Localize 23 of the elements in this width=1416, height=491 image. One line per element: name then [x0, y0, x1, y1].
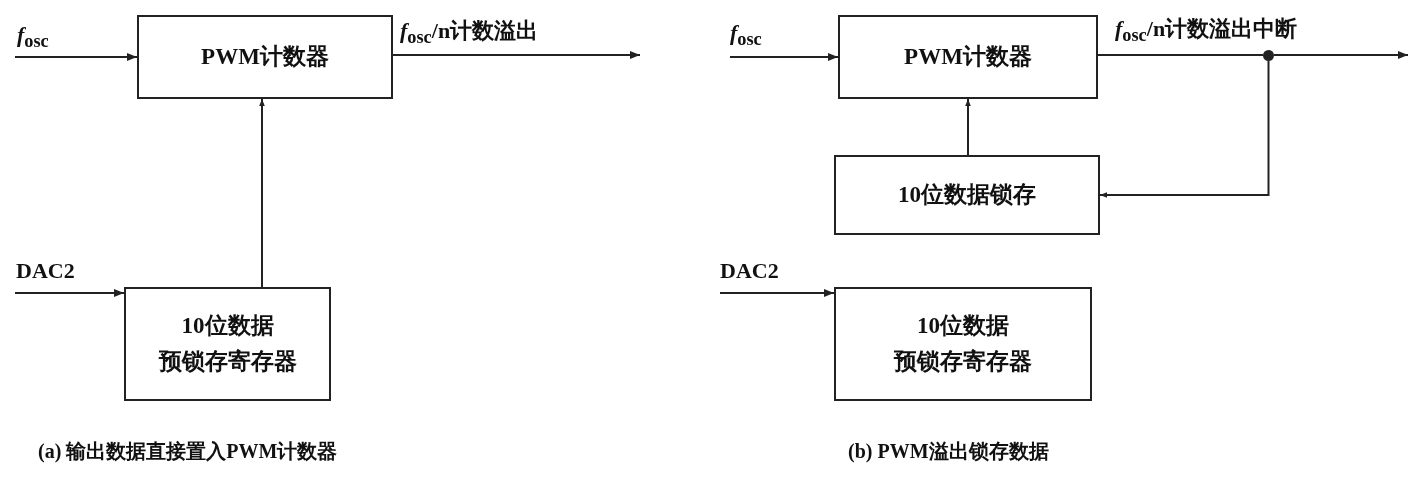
box-text: 10位数据锁存: [898, 181, 1036, 209]
figure-caption: (a) 输出数据直接置入PWM计数器: [38, 439, 338, 465]
arrow: [965, 98, 971, 156]
arrow: [14, 289, 125, 297]
junction-dot: [1263, 50, 1274, 61]
arrow: [1273, 51, 1409, 59]
arrow: [14, 53, 138, 61]
connector-line: [1097, 54, 1264, 56]
arrow: [1099, 60, 1270, 198]
arrow: [259, 98, 265, 288]
process-box: [838, 15, 1098, 99]
arrow: [719, 289, 835, 297]
figure-caption: (b) PWM溢出锁存数据: [848, 439, 1049, 465]
process-box: [834, 155, 1100, 235]
box-text: PWM计数器: [904, 43, 1032, 71]
process-box: [834, 287, 1092, 401]
process-box: [124, 287, 331, 401]
process-box: [137, 15, 393, 99]
arrow: [392, 51, 641, 59]
arrow: [729, 53, 839, 61]
box-text: 10位数据预锁存寄存器: [157, 312, 298, 376]
box-text: 10位数据预锁存寄存器: [892, 312, 1033, 376]
box-text: PWM计数器: [201, 43, 329, 71]
